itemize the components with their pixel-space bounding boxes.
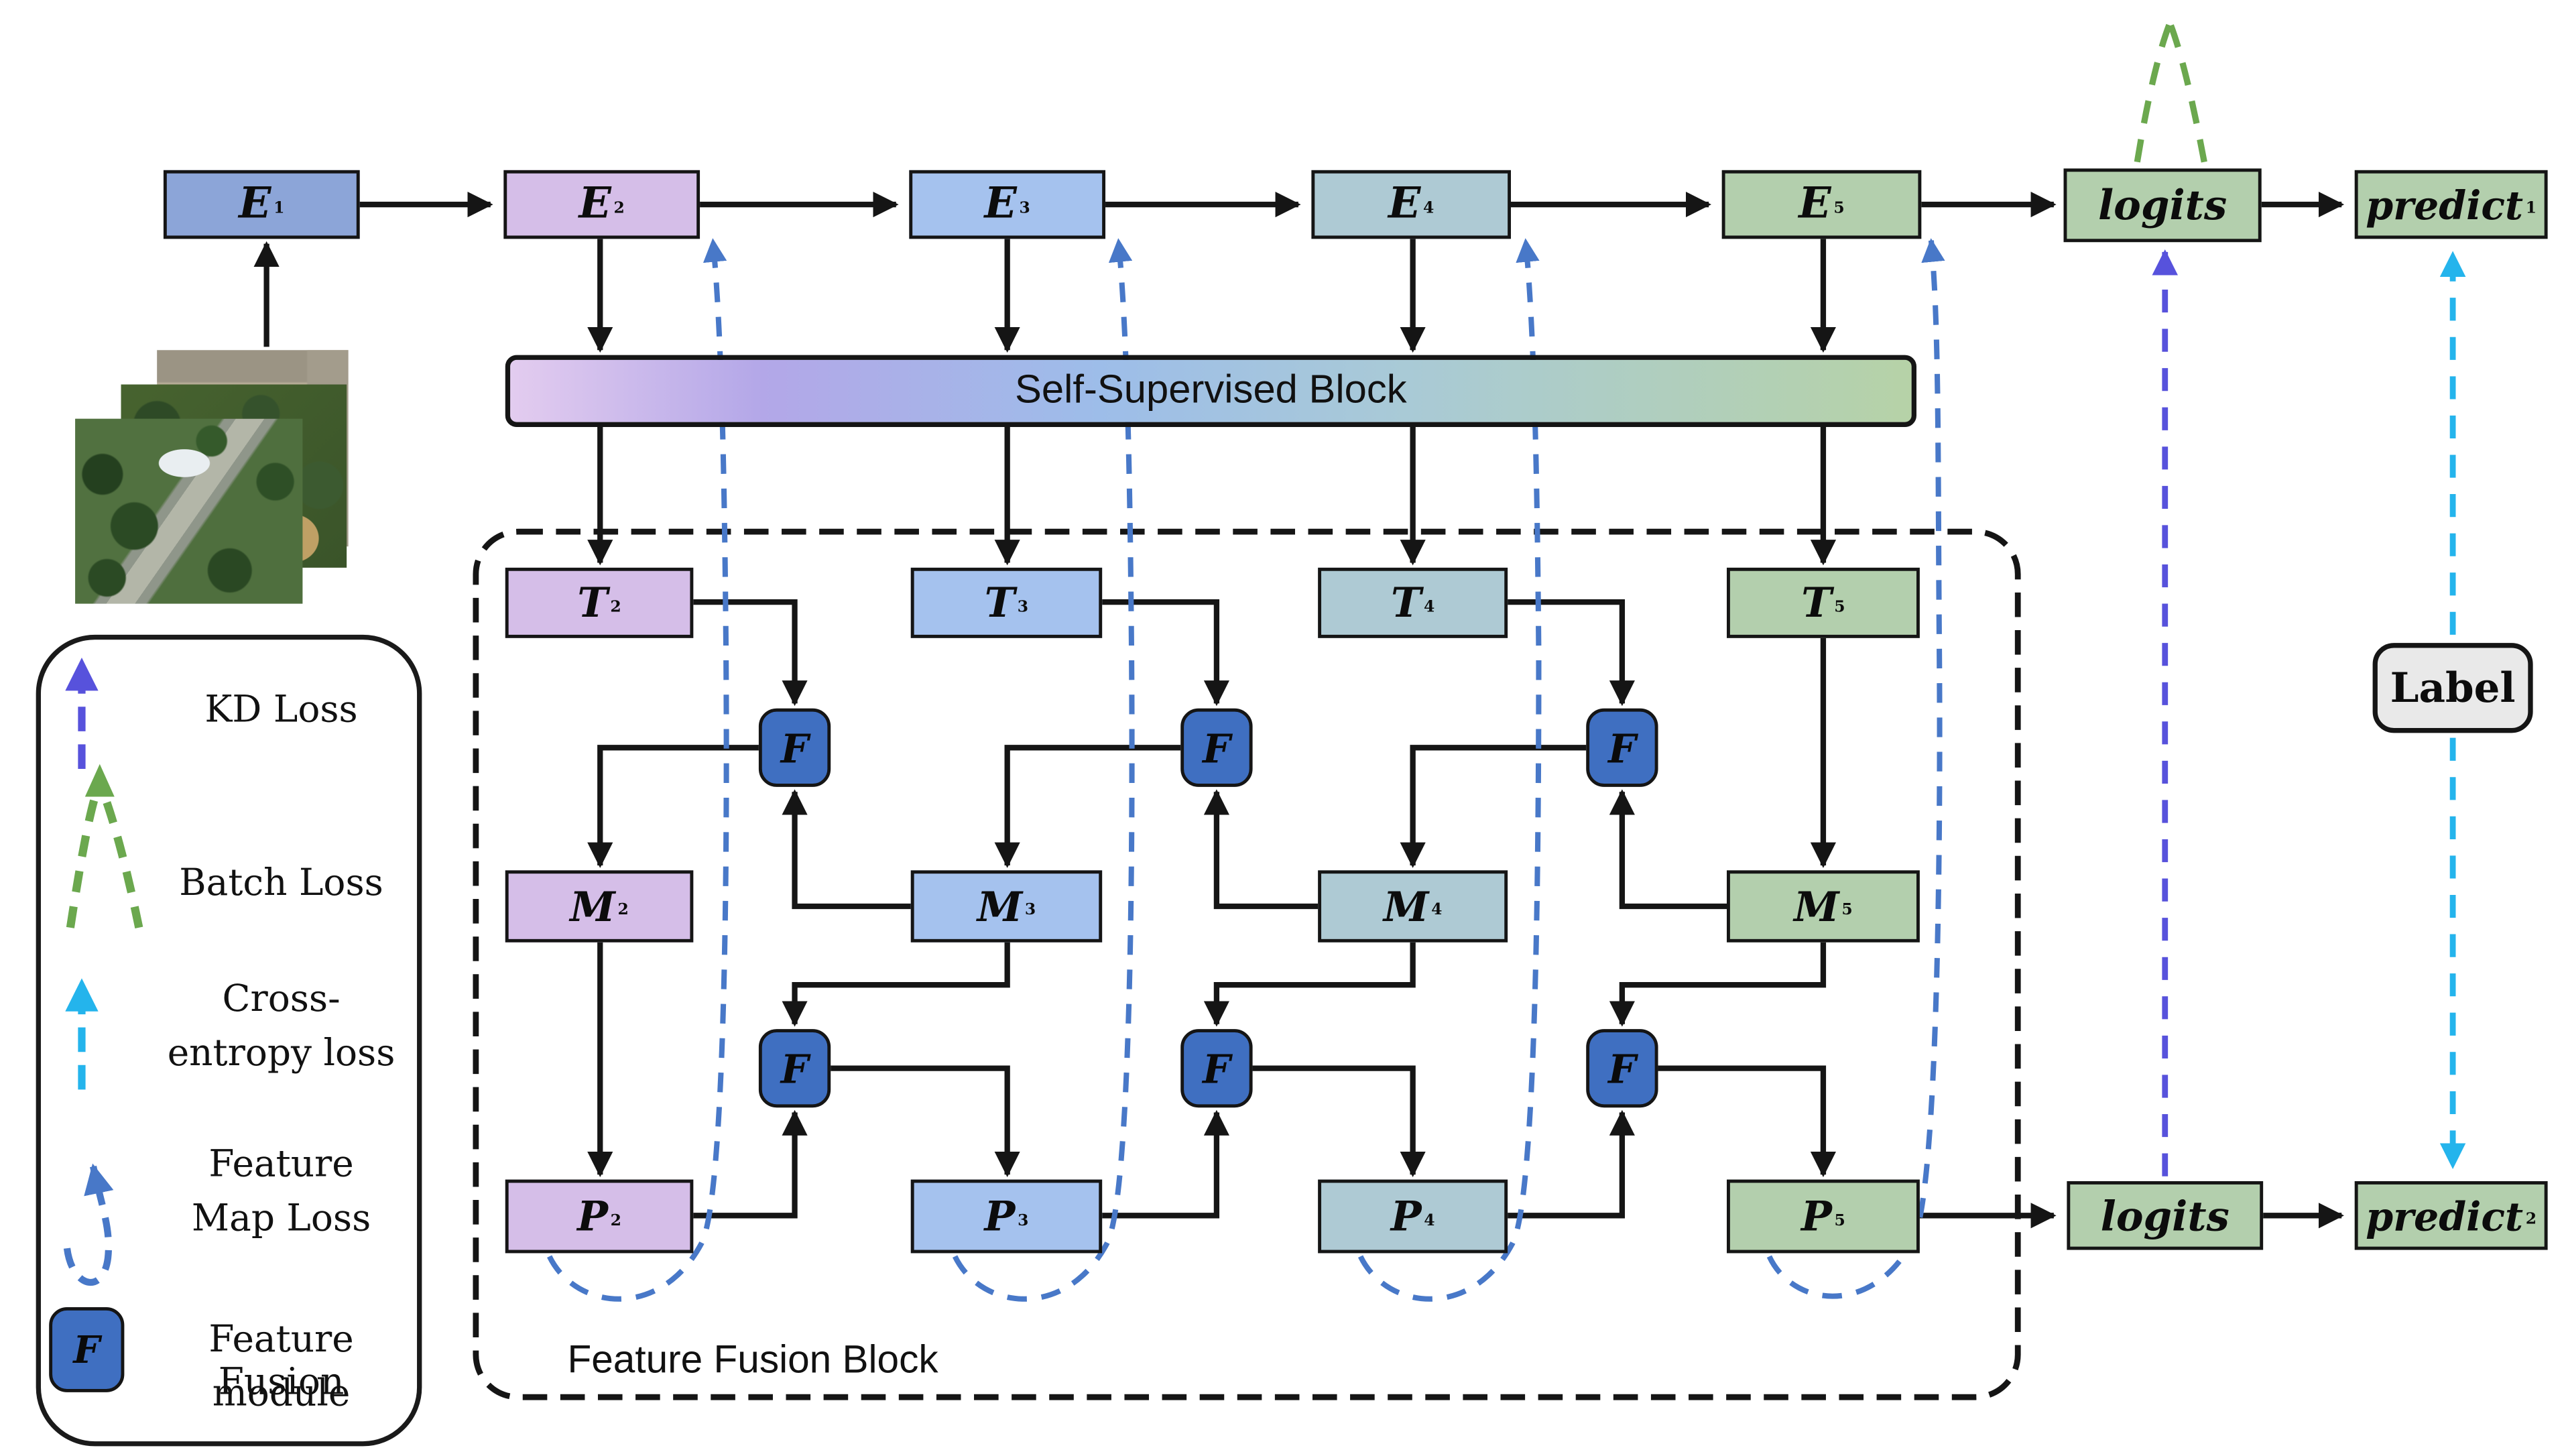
legend-feature-map-label-line1: Feature <box>208 1143 354 1187</box>
arrow-f3-m4 <box>1400 745 1587 868</box>
legend-kd-loss-label: KD Loss <box>204 688 358 731</box>
arrow-f2-m3 <box>994 745 1181 868</box>
arrow-p2-fb1 <box>693 1109 808 1219</box>
arrow-t4-f3 <box>1508 599 1635 707</box>
label-box: Label <box>2372 643 2533 733</box>
fusion-module-f-top-3: F <box>1586 708 1658 787</box>
legend-fusion-module-label-line2: module <box>212 1372 351 1416</box>
arrow-m4-fb2 <box>1203 942 1416 1027</box>
fusion-module-f-bottom-1: F <box>758 1029 831 1108</box>
arrow-f1-m2 <box>587 745 759 868</box>
fusion-module-f-top-1: F <box>758 708 831 787</box>
arrow-m5-f3 <box>1609 789 1727 910</box>
legend-batch-loss-label: Batch Loss <box>179 862 383 905</box>
batch-loss-arc <box>2134 21 2207 163</box>
legend-cross-entropy-label-line2: entropy loss <box>167 1032 395 1075</box>
arrow-fb1-p3 <box>831 1065 1020 1178</box>
node-logits-top: logits <box>2063 168 2262 243</box>
fusion-module-f-top-2: F <box>1180 708 1253 787</box>
legend-fusion-module-label-line1: Feature Fusion <box>208 1319 354 1404</box>
node-logits-bottom: logits <box>2067 1181 2264 1250</box>
arrow-t3-f2 <box>1102 599 1229 707</box>
legend <box>36 634 422 1447</box>
self-supervised-block: Self-Supervised Block <box>505 355 1916 427</box>
arrow-fb2-p4 <box>1252 1065 1426 1178</box>
feature-fusion-block-border <box>473 528 2021 1400</box>
arrow-p3-fb2 <box>1102 1109 1229 1219</box>
legend-fusion-module-f-icon: F <box>49 1307 125 1392</box>
aerial-image-1 <box>75 418 303 604</box>
arrow-fb3-p5 <box>1658 1065 1837 1178</box>
arrow-m3-fb1 <box>782 942 1010 1027</box>
feature-fusion-block-label: Feature Fusion Block <box>567 1338 938 1383</box>
arrow-p4-fb3 <box>1508 1109 1635 1219</box>
arrow-t2-f1 <box>693 599 808 707</box>
fusion-module-f-bottom-2: F <box>1180 1029 1253 1108</box>
legend-cross-entropy-label-line1: Cross- <box>222 978 341 1021</box>
fusion-module-f-bottom-3: F <box>1586 1029 1658 1108</box>
arrow-m5-fb3 <box>1609 942 1827 1027</box>
arrow-m4-f2 <box>1203 789 1319 910</box>
legend-feature-map-label-line2: Map Loss <box>191 1197 371 1240</box>
arrow-m3-f1 <box>782 789 911 910</box>
